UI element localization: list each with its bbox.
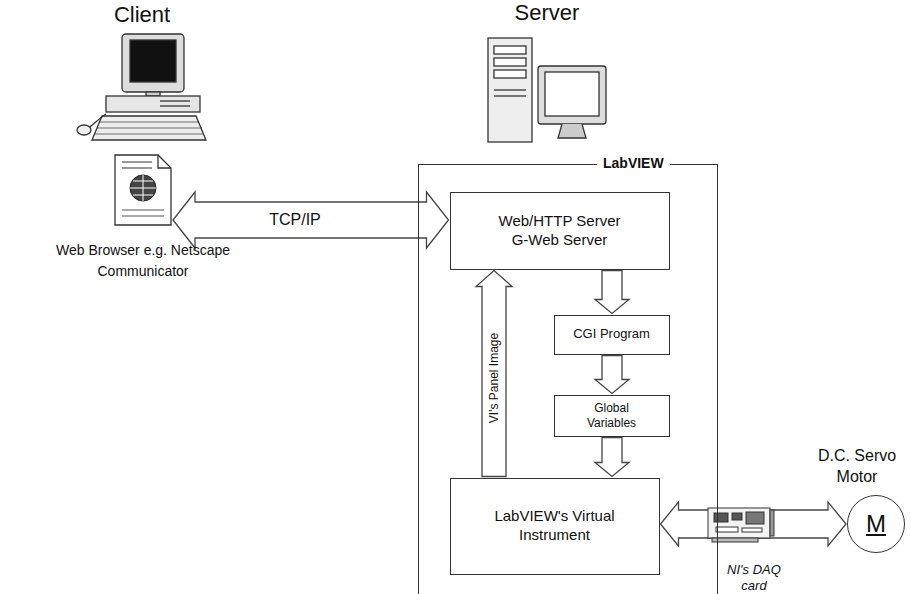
vent-line	[494, 95, 526, 96]
monitor-screen	[545, 72, 599, 116]
component-row	[742, 528, 762, 532]
drive-bay	[494, 70, 526, 78]
box-text: LabVIEW's Virtual Instrument	[480, 507, 630, 545]
variables-box: Global Variables	[554, 395, 670, 437]
box-text: CGI Program	[573, 326, 650, 342]
computer-label: Server	[515, 0, 580, 26]
hollow-arrow	[595, 438, 629, 477]
hollow-arrow	[595, 271, 629, 314]
chip	[714, 513, 728, 522]
drive-bay	[494, 58, 526, 66]
motor-circle: D.C. Servo MotorM	[847, 495, 905, 553]
motor-title: D.C. Servo Motor	[807, 445, 907, 488]
monitor-screen	[130, 40, 176, 82]
desktop-unit	[106, 96, 200, 112]
keyboard-keys	[95, 122, 204, 134]
chip	[746, 512, 764, 524]
component-row	[716, 527, 738, 532]
mouse-cord	[90, 114, 106, 127]
server-box: Web/HTTP Server G-Web Server	[450, 192, 670, 270]
vent-line	[494, 89, 526, 90]
monitor-stand	[558, 124, 586, 138]
card-bracket	[770, 510, 774, 536]
browser-caption: Web Browser e.g. Netscape Communicator	[43, 240, 243, 282]
hollow-arrow	[661, 502, 847, 546]
server-computer	[488, 38, 606, 142]
box-text: Global Variables	[576, 401, 648, 431]
connector-label: NI's DAQ card	[718, 562, 790, 593]
text-line	[122, 167, 152, 168]
drive-slot	[160, 105, 190, 106]
mouse	[77, 125, 91, 135]
instrument-box: LabVIEW's Virtual Instrument	[450, 478, 660, 575]
page-sheet	[115, 155, 171, 225]
server-tower	[488, 38, 532, 142]
text-line	[122, 215, 164, 216]
computer-label: Client	[114, 2, 170, 28]
globe-grid	[130, 175, 156, 201]
connector-label: VI's Panel Image	[487, 333, 501, 423]
monitor-casing	[122, 34, 184, 92]
text-line	[122, 161, 152, 162]
globe	[130, 175, 156, 201]
connector-label: TCP/IP	[269, 210, 321, 229]
keyboard	[92, 116, 206, 140]
frame-title: LabVIEW	[597, 155, 670, 172]
box-text: Web/HTTP Server G-Web Server	[490, 212, 630, 250]
web-page-icon: Web Browser e.g. Netscape Communicator	[114, 154, 172, 226]
hollow-arrow	[595, 356, 629, 394]
hollow-arrow	[476, 271, 512, 477]
hollow-arrow	[173, 192, 449, 248]
page-fold	[158, 155, 171, 168]
text-line	[122, 209, 164, 210]
drive-slot	[160, 100, 190, 101]
motor-symbol: M	[866, 512, 886, 536]
client-computer	[77, 34, 206, 140]
edge-connector	[712, 538, 758, 542]
drive-bay	[494, 46, 526, 54]
program-box: CGI Program	[554, 315, 670, 355]
monitor-casing	[538, 66, 606, 124]
labview-frame: LabVIEWWeb/HTTP Server G-Web ServerCGI P…	[418, 164, 718, 594]
web-page-outline	[114, 154, 172, 226]
chip	[732, 513, 742, 520]
